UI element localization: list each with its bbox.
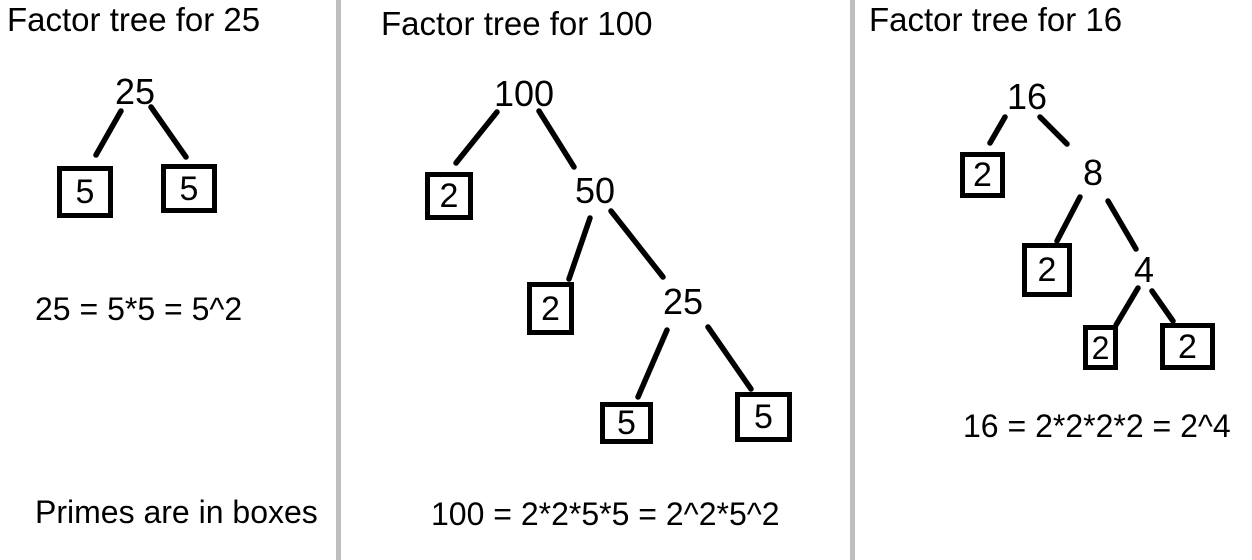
tree-node-composite: 8 [1082, 152, 1104, 193]
panel-divider [850, 0, 855, 560]
prime-box: 2 [960, 152, 1005, 198]
tree-edge [148, 104, 189, 160]
tree-edge [608, 208, 666, 280]
prime-box: 2 [527, 282, 574, 335]
prime-box: 5 [57, 166, 113, 218]
factorization-equation-25: 25 = 5*5 = 5^2 [35, 291, 243, 327]
tree-edge [1054, 194, 1083, 244]
prime-box: 2 [425, 172, 473, 220]
tree-edge [1105, 198, 1139, 252]
tree-node-composite: 16 [1006, 76, 1048, 117]
tree-edge [93, 108, 124, 158]
prime-box: 2 [1160, 323, 1215, 370]
prime-box: 5 [735, 392, 792, 442]
tree-node-composite: 25 [114, 71, 156, 112]
tree-node-composite: 4 [1133, 249, 1155, 290]
prime-box: 5 [600, 402, 653, 444]
prime-box: 2 [1083, 325, 1118, 370]
tree-edge [566, 215, 593, 282]
tree-edge [536, 108, 577, 170]
factorization-equation-16: 16 = 2*2*2*2 = 2^4 [963, 408, 1231, 444]
tree-edge [453, 109, 500, 166]
panel-title-100: Factor tree for 100 [381, 5, 653, 42]
tree-node-composite: 50 [574, 170, 616, 211]
tree-edge [987, 114, 1008, 146]
primes-note: Primes are in boxes [35, 494, 318, 530]
tree-edge [1113, 285, 1141, 328]
panel-title-25: Factor tree for 25 [7, 1, 261, 38]
panel-title-16: Factor tree for 16 [869, 1, 1123, 38]
panel-divider [336, 0, 341, 560]
tree-edge [1149, 288, 1176, 324]
tree-edge [635, 327, 670, 400]
prime-box: 5 [161, 164, 217, 213]
tree-edge [705, 324, 754, 392]
tree-node-composite: 25 [662, 281, 704, 322]
tree-edge [1037, 114, 1070, 147]
prime-box: 2 [1022, 243, 1072, 297]
factorization-equation-100: 100 = 2*2*5*5 = 2^2*5^2 [431, 496, 780, 532]
tree-node-composite: 100 [493, 73, 555, 114]
